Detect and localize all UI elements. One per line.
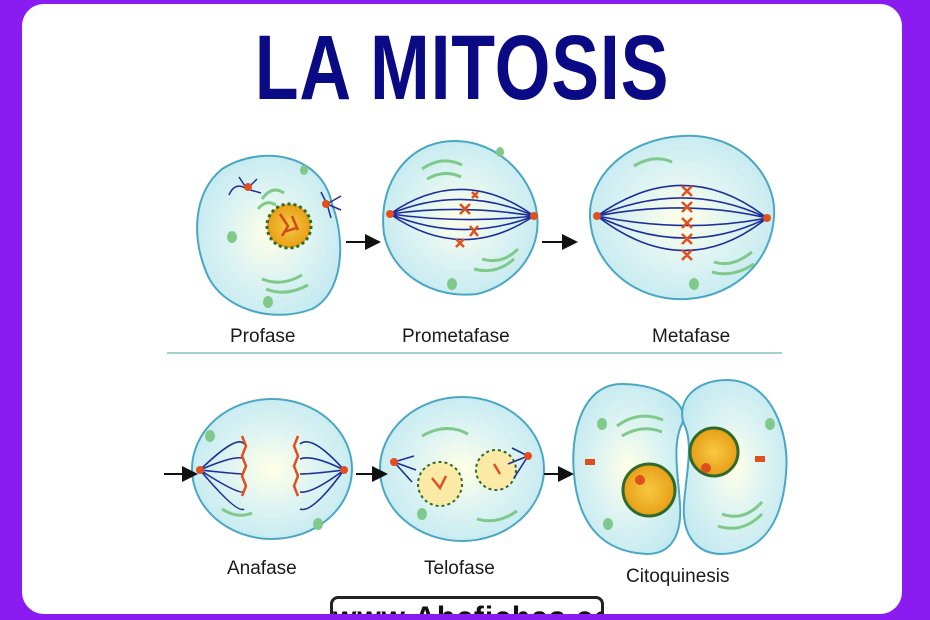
website-url: www.Abcfichas.com [333, 601, 601, 614]
cell-metafase [588, 134, 776, 301]
mitosis-diagram: Profase Prometafase Metafase [164, 134, 788, 587]
label-telofase: Telofase [424, 558, 495, 579]
cell-telofase [379, 396, 545, 542]
label-profase: Profase [230, 326, 295, 347]
page-title: LA MITOSIS [254, 17, 670, 119]
label-citoquinesis: Citoquinesis [626, 566, 730, 587]
poster-card: LA MITOSIS [22, 4, 902, 614]
website-badge: www.Abcfichas.com [330, 596, 604, 614]
label-prometafase: Prometafase [402, 326, 510, 347]
label-anafase: Anafase [227, 558, 297, 579]
cell-prometafase [382, 139, 539, 296]
cell-profase [196, 154, 342, 316]
label-metafase: Metafase [652, 326, 730, 347]
cell-citoquinesis [572, 378, 788, 556]
cell-anafase [191, 398, 353, 540]
